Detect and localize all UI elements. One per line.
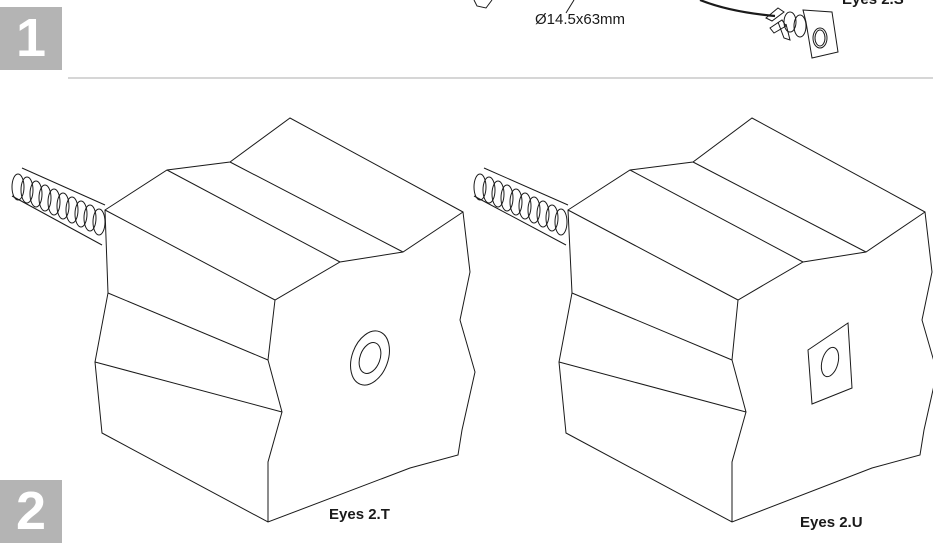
dimension-label: Ø14.5x63mm xyxy=(535,11,626,28)
light-fitting-round-icon xyxy=(350,330,390,386)
brick-block-left xyxy=(11,117,476,523)
model-label-left: Eyes 2.T xyxy=(329,506,390,523)
screw-anchor-left-icon xyxy=(11,167,106,246)
screw-anchor-right-icon xyxy=(473,167,569,246)
recessed-light-module-icon xyxy=(765,7,839,59)
step-2-badge: 2 xyxy=(0,480,62,543)
step-1-components xyxy=(473,0,839,59)
step-2-number: 2 xyxy=(15,481,47,541)
step-1-badge: 1 xyxy=(0,7,62,70)
model-label-right: Eyes 2.U xyxy=(800,514,863,531)
light-fitting-square-icon xyxy=(807,322,853,405)
dimension-leader-line xyxy=(565,0,575,14)
cut-off-part-fragment xyxy=(473,0,493,9)
cable xyxy=(699,0,776,18)
step-1-number: 1 xyxy=(15,8,47,68)
brick-block-right xyxy=(473,117,933,523)
model-label-step1: Eyes 2.S xyxy=(842,0,904,8)
